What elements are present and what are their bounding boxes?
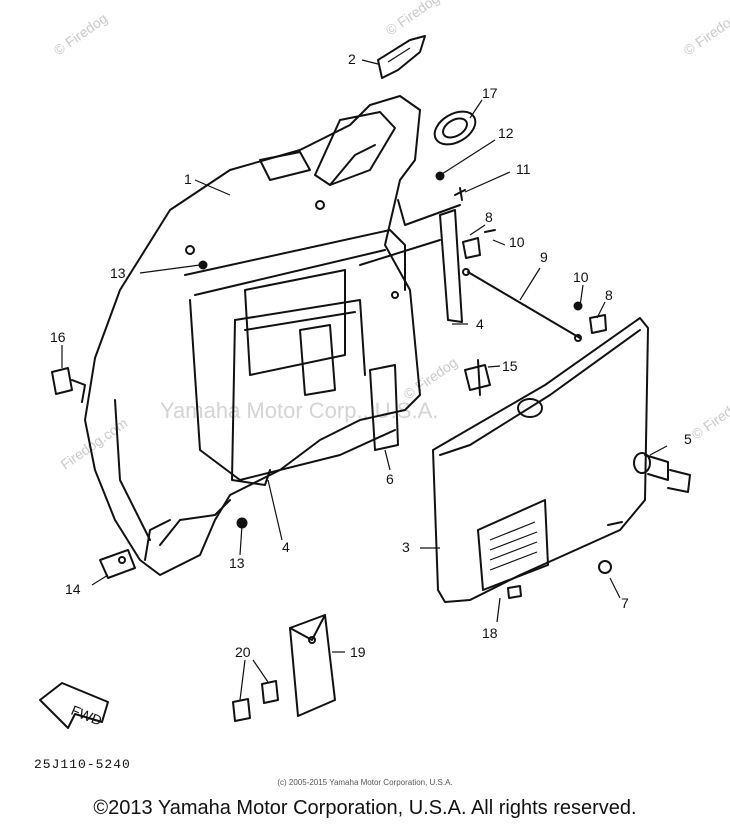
part-10-screw-a [484, 229, 496, 233]
callout-labels: 2 1 3 4 4 5 6 7 8 8 9 10 10 11 12 13 13 … [50, 51, 692, 660]
callout-8-upper: 8 [485, 209, 493, 225]
part-13-nut-upper [198, 260, 208, 270]
watermark-center: Yamaha Motor Corp., U.S.A. [160, 398, 438, 423]
part-7-clip [598, 560, 612, 574]
callout-13-upper: 13 [110, 265, 126, 281]
callout-6: 6 [386, 471, 394, 487]
callout-12: 12 [498, 125, 514, 141]
footer-copyright: ©2013 Yamaha Motor Corporation, U.S.A. A… [93, 797, 637, 819]
part-15-latch [464, 359, 491, 396]
part-20-clips [232, 680, 279, 722]
fwd-arrow: FWD [39, 682, 109, 729]
part-14-clip [99, 549, 136, 579]
callout-8-right: 8 [605, 287, 613, 303]
callout-10-upper: 10 [509, 234, 525, 250]
callout-19: 19 [350, 644, 366, 660]
callout-3: 3 [402, 539, 410, 555]
callout-4-right: 4 [476, 316, 484, 332]
part-5-key-lock [633, 452, 691, 493]
callout-10-right: 10 [573, 269, 589, 285]
watermark-middle: © Firedog [401, 354, 461, 402]
callout-15: 15 [502, 358, 518, 374]
callout-14: 14 [65, 581, 81, 597]
part-2-top-bracket [377, 35, 426, 79]
part-1-inner-panel [84, 95, 421, 576]
part-17-ring [433, 110, 477, 146]
callout-17: 17 [482, 85, 498, 101]
callout-1: 1 [184, 171, 192, 187]
part-4-rods [231, 199, 463, 486]
callout-11: 11 [516, 161, 531, 177]
callout-2: 2 [348, 51, 356, 67]
part-19-pouch [289, 614, 336, 717]
fwd-label: FWD [69, 702, 105, 729]
part-6-rect-pad [369, 364, 399, 451]
part-16-clip [51, 367, 86, 403]
callout-20: 20 [235, 644, 251, 660]
leader-lines [61, 59, 668, 701]
part-18-label [477, 499, 549, 591]
callout-18: 18 [482, 625, 498, 641]
watermark-right: © Firedog [689, 394, 730, 442]
watermark-top-left: © Firedog [51, 10, 111, 58]
callout-4-lower: 4 [282, 539, 290, 555]
part-code: 25J110-5240 [34, 757, 131, 772]
small-copyright: (c) 2005-2015 Yamaha Motor Corporation, … [277, 778, 453, 787]
watermark-top-center: © Firedog [383, 0, 443, 38]
watermark-top-right: © Firedog [681, 10, 730, 58]
part-11-screw [454, 187, 466, 201]
callout-9: 9 [540, 249, 548, 265]
callout-5: 5 [684, 431, 692, 447]
callout-16: 16 [50, 329, 66, 345]
part-8-brackets [462, 237, 607, 334]
callout-7: 7 [621, 595, 629, 611]
callout-13-lower: 13 [229, 555, 245, 571]
part-3-lid [432, 317, 649, 603]
part-9-cable [462, 268, 582, 342]
